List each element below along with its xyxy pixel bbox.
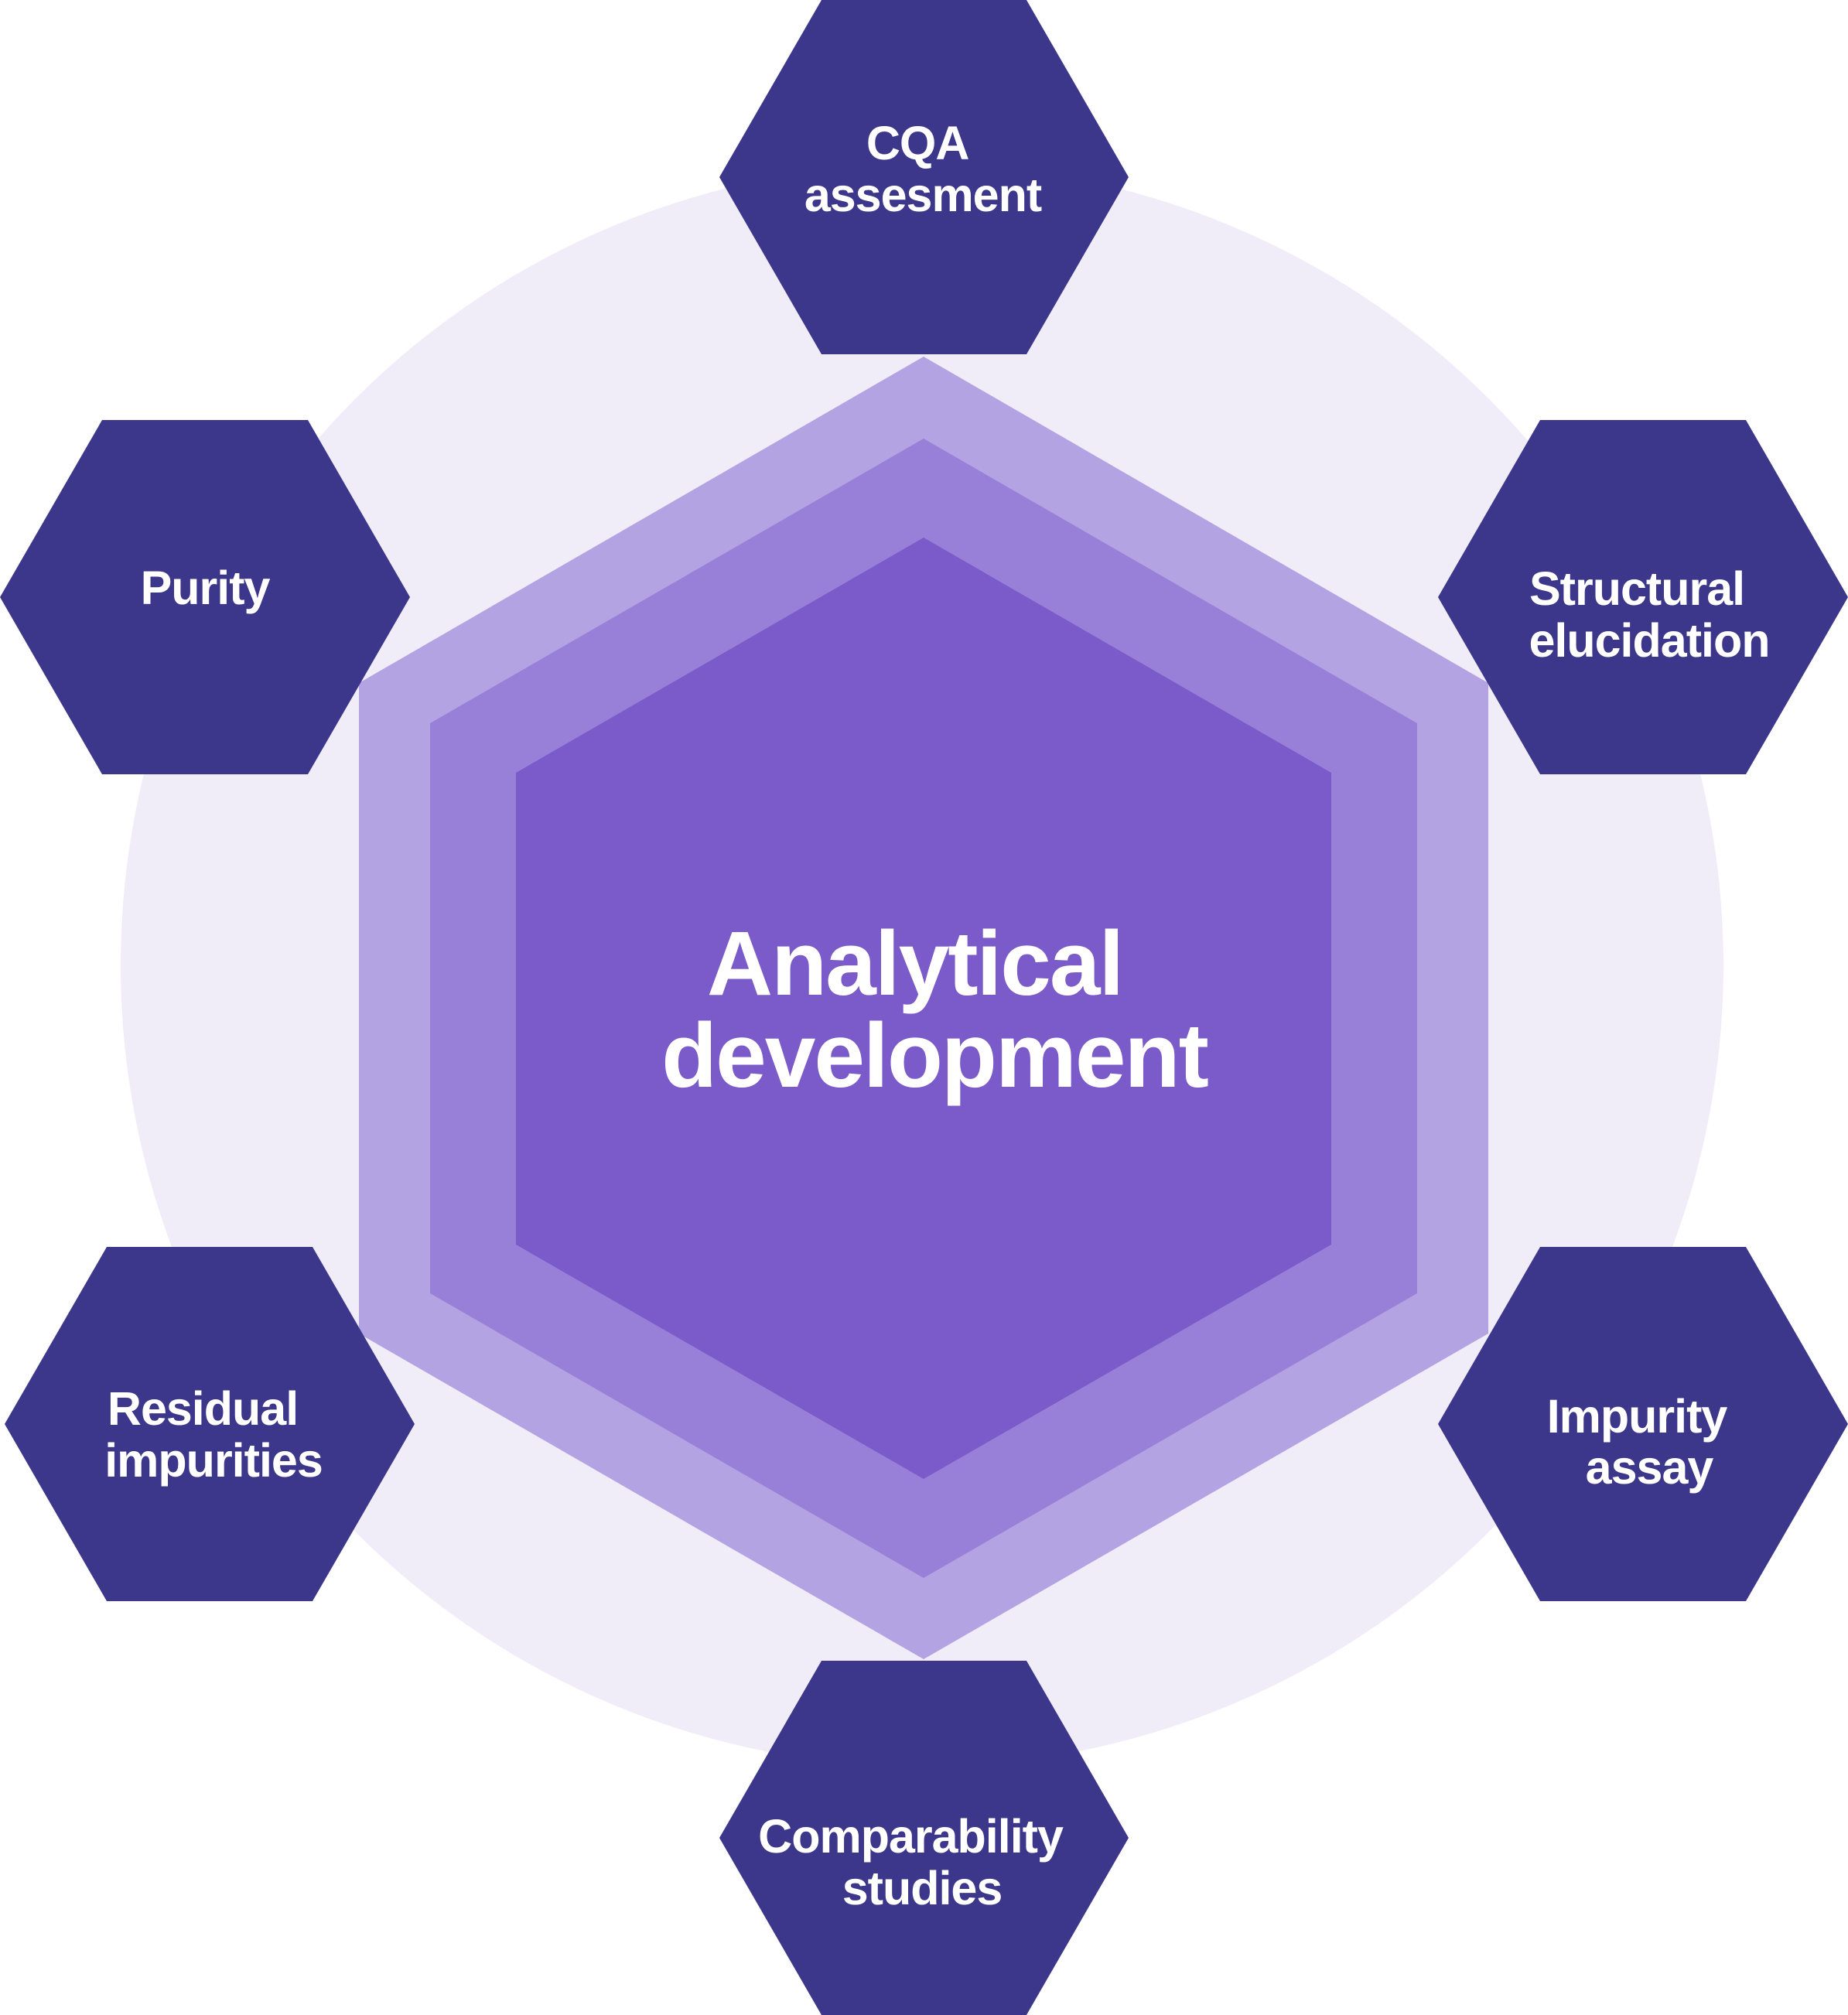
satellite-comparability-label-line-1: Comparability — [758, 1810, 1064, 1863]
satellite-impurity-assay: Impurity assay — [1438, 1247, 1848, 1601]
satellite-cqa-label-line-1: CQA — [866, 117, 969, 169]
satellite-residual-label: Residual impurities — [104, 1382, 323, 1487]
satellite-purity-hexagon — [0, 420, 410, 774]
satellite-impurity-assay-label: Impurity assay — [1547, 1390, 1740, 1494]
satellite-comparability: Comparability studies — [719, 1661, 1129, 2015]
inner-hexagon — [516, 538, 1331, 1479]
satellite-impurity-assay-hexagon — [1438, 1247, 1848, 1601]
satellite-comparability-label-line-2: studies — [842, 1862, 1003, 1914]
satellite-comparability-label: Comparability studies — [758, 1810, 1075, 1914]
satellite-residual-hexagon — [5, 1247, 415, 1601]
satellite-residual-label-line-2: impurities — [104, 1434, 323, 1487]
satellite-cqa-hexagon — [719, 0, 1129, 354]
satellite-comparability-hexagon — [719, 1661, 1129, 2015]
satellite-cqa-label: CQA assesment — [804, 117, 1042, 221]
satellite-cqa: CQA assesment — [719, 0, 1129, 354]
satellite-residual: Residual impurities — [5, 1247, 415, 1601]
satellite-purity-label-line-1: Purity — [141, 562, 271, 614]
center-label-line-2: development — [661, 1005, 1208, 1107]
satellite-structural-label: Structural elucidation — [1529, 562, 1770, 667]
satellite-purity: Purity — [0, 420, 410, 774]
satellite-residual-label-line-1: Residual — [108, 1382, 298, 1435]
center-label: Analytical development — [661, 913, 1208, 1107]
satellite-structural: Structural elucidation — [1438, 420, 1848, 774]
satellite-purity-label: Purity — [141, 562, 271, 614]
center-label-line-1: Analytical — [707, 913, 1122, 1015]
satellite-impurity-assay-label-line-2: assay — [1586, 1441, 1714, 1494]
satellite-cqa-label-line-2: assesment — [804, 169, 1042, 221]
satellite-structural-hexagon — [1438, 420, 1848, 774]
satellite-structural-label-line-2: elucidation — [1529, 614, 1770, 667]
satellite-impurity-assay-label-line-1: Impurity — [1547, 1390, 1728, 1443]
satellite-structural-label-line-1: Structural — [1529, 562, 1744, 615]
